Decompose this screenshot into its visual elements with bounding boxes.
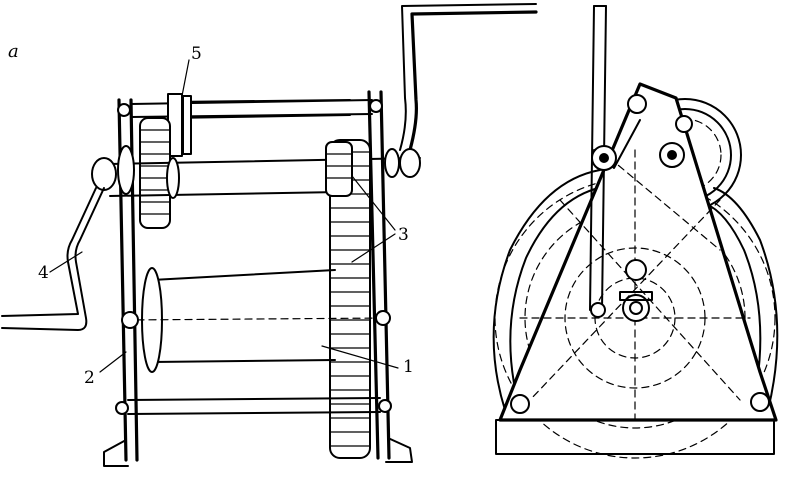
triangular-side-plate [498, 82, 778, 422]
bottom-tie-rod [115, 397, 392, 415]
label-frame: 2 [84, 368, 95, 388]
left-crank [1, 187, 105, 331]
drum [121, 267, 399, 373]
shaft-5 [167, 59, 351, 157]
label-handle: 4 [38, 263, 49, 283]
label-gears: 3 [398, 225, 409, 245]
base-plate [495, 419, 775, 455]
end-elevation-view [492, 5, 779, 459]
right-crank [384, 3, 538, 178]
main-gear [325, 139, 396, 459]
hubs-and-bolts [510, 94, 770, 414]
label-drum: 1 [403, 357, 414, 377]
label-shaft: 5 [191, 44, 202, 64]
drive-shaft [91, 145, 421, 199]
side-elevation-view: a [1, 3, 538, 467]
panel-label: a [8, 41, 19, 62]
intermediate-gear [139, 117, 171, 229]
frame-leader-line [99, 351, 127, 373]
